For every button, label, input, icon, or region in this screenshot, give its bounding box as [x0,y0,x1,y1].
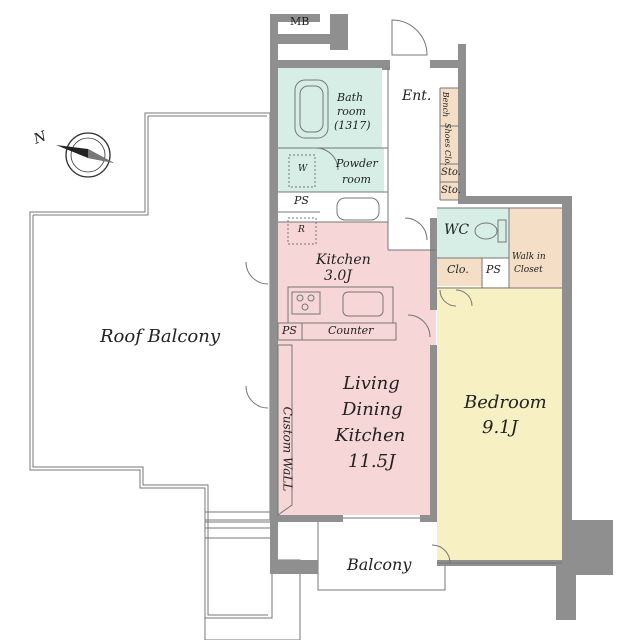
ps-counter-label: PS [282,324,297,337]
bedroom-size-label: 9.1J [482,417,518,438]
shoes-floor [440,126,459,164]
closet-floor [437,258,482,286]
ldk-floor [278,222,436,515]
balcony-label: Balcony [347,555,412,574]
refrigerator-label: R [298,225,305,235]
bench-floor [440,88,459,126]
bathroom-floor [278,68,382,148]
ps-top-label: PS [294,194,309,207]
bedroom-floor [437,287,562,564]
washer-label: W [298,164,308,174]
sto1-floor [440,164,459,182]
compass [56,132,114,178]
powder-room-label-2: room [342,173,371,186]
bench-label: Bench [441,91,451,118]
roof-balcony-label: Roof Balcony [100,326,221,347]
walk-in-closet-label-1: Walk in [512,252,546,262]
walls [270,14,613,620]
bathroom-label-1: Bath [337,91,364,104]
sto2-floor [440,182,459,200]
closet-label: Clo. [447,263,469,276]
storage-2-label: Sto. [441,185,461,196]
kitchen-size-label: 3.0J [324,268,352,284]
ldk-label-1: Living [343,373,400,394]
entrance-label: Ent. [402,88,432,104]
balcony-outline [204,511,446,591]
interior-lines [245,19,562,564]
walk-in-closet-label-2: Closet [514,265,543,275]
powder-room-label-1: Powder [336,157,378,170]
storage-1-label: Sto. [441,167,461,178]
bedroom-label: Bedroom [464,392,547,413]
bathroom-label-3: (1317) [334,119,371,132]
ldk-size-label: 11.5J [348,451,396,472]
ldk-label-2: Dining [342,399,403,420]
custom-wall-label: Custom WaLL [280,406,295,492]
walkin-floor [509,208,562,288]
ldk-label-3: Kitchen [335,425,406,446]
bathroom-label-2: room [337,105,366,118]
ps-bedroom-label: PS [486,263,501,276]
roof-balcony-outline [29,112,301,640]
wc-label: WC [444,222,470,238]
shoes-closet-label: Shoes Clo. [442,123,452,166]
counter-label: Counter [328,324,374,337]
powder-floor [278,148,384,192]
mb-label: MB [290,15,310,28]
kitchen-label: Kitchen [316,252,371,268]
